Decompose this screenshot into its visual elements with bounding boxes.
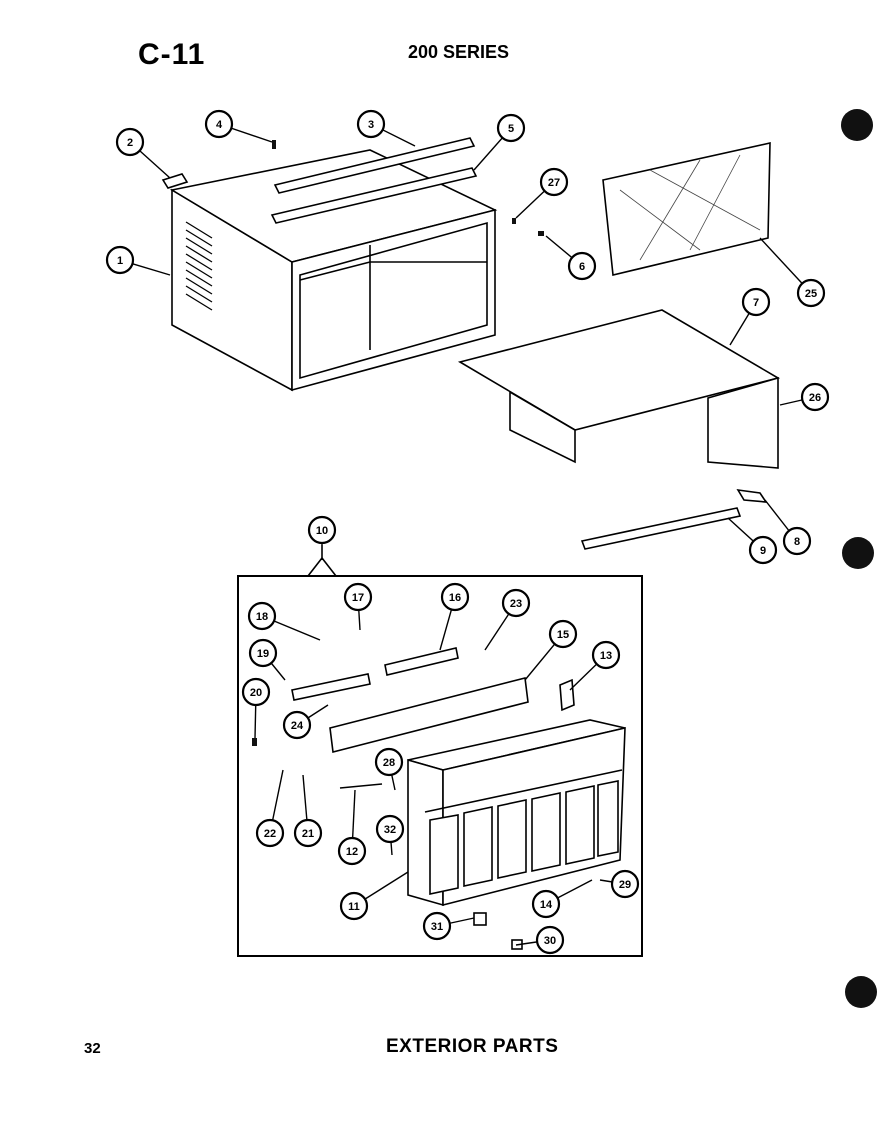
callout-circle-19 (248, 638, 278, 668)
binder-hole-middle (842, 537, 874, 569)
callout-circle-5 (496, 113, 526, 143)
callout-circle-20 (241, 677, 271, 707)
callout-circle-2 (115, 127, 145, 157)
callout-label-17: 17 (352, 592, 364, 604)
rail-part-3 (273, 137, 476, 194)
callout-label-31: 31 (431, 921, 443, 933)
louver-rail-right (384, 647, 459, 676)
callout-label-25: 25 (805, 288, 817, 300)
bracket-part-13 (559, 678, 575, 712)
callout-circle-32 (375, 814, 405, 844)
callout-circle-12 (337, 836, 367, 866)
callout-label-9: 9 (760, 545, 766, 557)
binder-hole-bottom (845, 976, 877, 1008)
cabinet-part (169, 149, 498, 392)
callout-circle-15 (548, 619, 578, 649)
callout-circle-21 (293, 818, 323, 848)
callout-circle-13 (591, 640, 621, 670)
louver-rail-left (291, 673, 371, 701)
callout-label-14: 14 (540, 899, 553, 911)
callout-label-28: 28 (383, 757, 395, 769)
callout-label-19: 19 (257, 648, 269, 660)
callout-circle-14 (531, 889, 561, 919)
callout-label-11: 11 (348, 901, 360, 913)
rail-part-5 (270, 167, 478, 224)
callout-label-10: 10 (316, 525, 328, 537)
callout-circle-4 (204, 109, 234, 139)
callout-label-5: 5 (508, 123, 514, 135)
binder-hole-top (841, 109, 873, 141)
callout-label-30: 30 (544, 935, 556, 947)
callout-circle-24 (282, 710, 312, 740)
callout-circle-1 (105, 245, 135, 275)
callout-label-18: 18 (256, 611, 268, 623)
callout-circle-25 (796, 278, 826, 308)
callout-circle-23 (501, 588, 531, 618)
screw-part-6 (538, 231, 544, 236)
callout-circle-6 (567, 251, 597, 281)
front-grille-part-11 (407, 719, 626, 907)
pad-part-31 (473, 912, 487, 926)
callout-circle-28 (374, 747, 404, 777)
page-number: 32 (84, 1040, 101, 1057)
callout-label-3: 3 (368, 119, 374, 131)
callout-circle-18 (247, 601, 277, 631)
callout-circle-3 (356, 109, 386, 139)
callout-circle-31 (422, 911, 452, 941)
callout-label-13: 13 (600, 650, 612, 662)
callout-label-2: 2 (127, 137, 133, 149)
callout-circle-16 (440, 582, 470, 612)
series-title: 200 SERIES (408, 42, 510, 62)
callout-circle-7 (741, 287, 771, 317)
callout-label-12: 12 (346, 846, 358, 858)
top-cover-part-7 (457, 309, 781, 469)
callout-circle-8 (782, 526, 812, 556)
callout-label-1: 1 (117, 255, 123, 267)
clip-part-20 (252, 738, 257, 746)
grille-assembly-box (237, 575, 643, 957)
callout-circle-30 (535, 925, 565, 955)
callout-label-22: 22 (264, 828, 276, 840)
callout-circle-29 (610, 869, 640, 899)
callout-label-32: 32 (384, 824, 396, 836)
callout-circle-11 (339, 891, 369, 921)
callout-label-6: 6 (579, 261, 585, 273)
callout-label-23: 23 (510, 598, 522, 610)
callout-circle-27 (539, 167, 569, 197)
callout-label-16: 16 (449, 592, 461, 604)
callout-label-8: 8 (794, 536, 800, 548)
callout-label-7: 7 (753, 297, 759, 309)
callout-label-29: 29 (619, 879, 631, 891)
strip-part-9 (580, 507, 742, 550)
callout-label-15: 15 (557, 629, 569, 641)
callout-label-20: 20 (250, 687, 262, 699)
callout-circle-22 (255, 818, 285, 848)
page-code: C-11 (138, 38, 206, 71)
rod-part-12 (339, 783, 383, 789)
bracket-part-2 (161, 173, 189, 189)
callout-label-4: 4 (216, 119, 223, 131)
callout-circle-17 (343, 582, 373, 612)
callout-label-27: 27 (548, 177, 560, 189)
callout-circle-10 (307, 515, 337, 545)
filter-part-25 (602, 141, 771, 276)
bar-part-15 (329, 676, 529, 754)
callout-label-24: 24 (291, 720, 304, 732)
callout-circle-9 (748, 535, 778, 565)
footer-title: EXTERIOR PARTS (386, 1036, 559, 1057)
screw-part-27 (512, 218, 516, 224)
callout-label-21: 21 (302, 828, 314, 840)
callout-circle-26 (800, 382, 830, 412)
screw-part-4 (272, 140, 276, 149)
callout-label-26: 26 (809, 392, 821, 404)
